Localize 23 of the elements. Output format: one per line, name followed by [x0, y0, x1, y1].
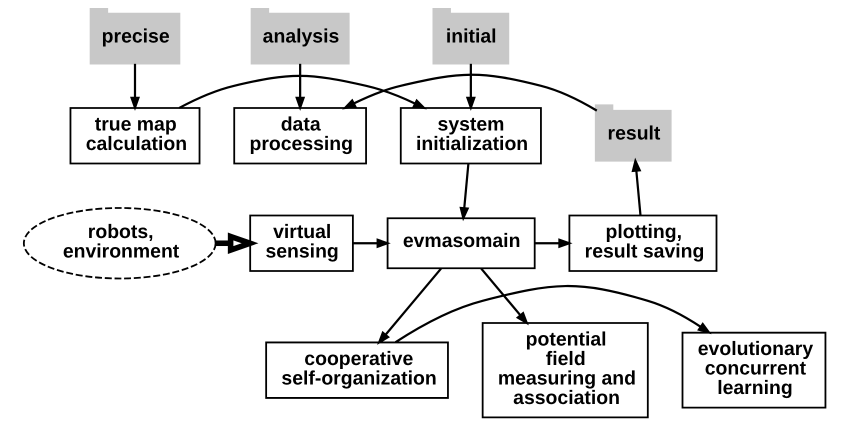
arrow	[352, 238, 390, 248]
arrow	[294, 64, 305, 111]
node-box: virtual sensing	[248, 214, 354, 272]
node-box: evolutionary concurrent learning	[681, 332, 826, 409]
arrow	[458, 163, 469, 222]
arrow	[534, 238, 572, 248]
node-box: plotting, result saving	[568, 214, 717, 272]
node-box: data processing	[232, 107, 366, 164]
node-ellipse: robots, environment	[22, 207, 216, 280]
arrow	[130, 64, 140, 111]
node-box: evmasomain	[386, 217, 536, 270]
arrow	[480, 268, 528, 326]
node-box: true map calculation	[69, 107, 200, 164]
arrow	[215, 232, 258, 254]
arrow	[178, 74, 426, 110]
arrow	[630, 158, 642, 216]
node-box: system initialization	[399, 107, 542, 164]
arrow	[342, 74, 597, 112]
node-box: cooperative self-organization	[264, 342, 448, 399]
arrow	[465, 64, 476, 111]
node-box: potential field measuring and association	[481, 322, 648, 418]
arrow	[394, 284, 712, 344]
arrow	[376, 268, 442, 345]
